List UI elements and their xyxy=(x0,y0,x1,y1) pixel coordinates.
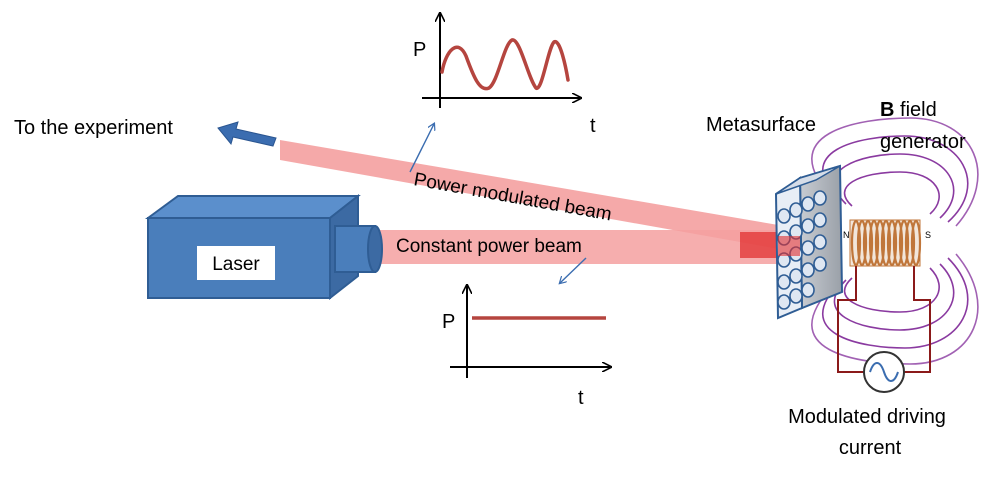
ac-source-icon xyxy=(863,351,905,393)
b-field-generator-label-line2: generator xyxy=(880,131,966,153)
modulated-power-plot: P t xyxy=(409,14,596,173)
b-field-generator-label: B field xyxy=(880,99,937,121)
constant-plot-ylabel: P xyxy=(442,311,455,333)
constant-power-plot: P t xyxy=(442,257,610,409)
to-experiment-label: To the experiment xyxy=(14,117,173,139)
driving-circuit xyxy=(837,266,931,373)
driving-current-label-line1: Modulated driving xyxy=(788,406,946,428)
modulated-plot-ylabel: P xyxy=(413,39,426,61)
coil-south-pole: S xyxy=(925,230,931,240)
constant-plot-xlabel: t xyxy=(578,387,584,409)
modulated-plot-xlabel: t xyxy=(590,115,596,137)
laser-label: Laser xyxy=(212,254,260,275)
driving-current-label-line2: current xyxy=(839,437,902,459)
coil-north-pole: N xyxy=(843,230,850,240)
constant-power-beam-label: Constant power beam xyxy=(396,236,582,257)
constant-plot-pointer xyxy=(560,257,587,283)
modulated-plot-pointer xyxy=(409,124,434,173)
metasurface-label: Metasurface xyxy=(706,114,816,136)
b-field-word: field xyxy=(894,99,936,121)
modulated-signal-curve xyxy=(440,38,570,91)
constant-power-beam xyxy=(372,230,796,264)
power-modulated-beam xyxy=(280,140,796,252)
b-field-symbol: B xyxy=(880,99,894,121)
b-field-coil: N S xyxy=(843,219,931,267)
laser-device: Laser xyxy=(144,193,383,301)
output-arrow-icon xyxy=(217,121,277,147)
metasurface-device xyxy=(774,164,844,320)
